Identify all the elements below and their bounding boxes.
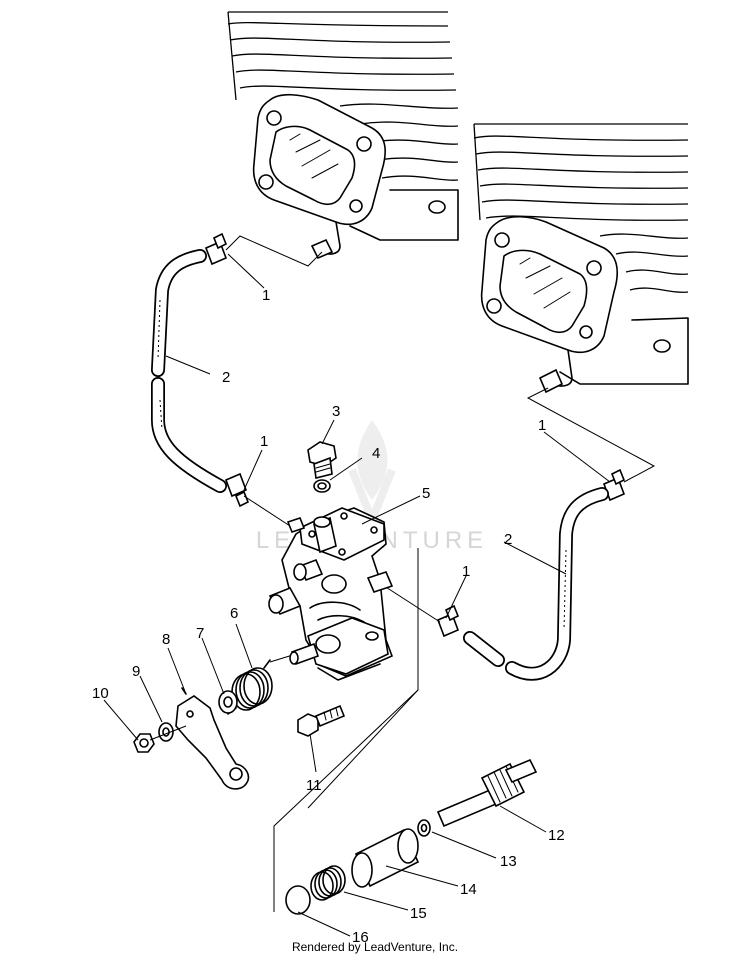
left-pulse-hose (151, 249, 227, 493)
callout-4: 4 (372, 445, 380, 462)
callout-7: 7 (196, 625, 204, 642)
callout-2-left-hose: 2 (222, 369, 230, 386)
bolt-part-11 (297, 704, 346, 737)
callout-8: 8 (162, 631, 170, 648)
fuel-pump (268, 507, 394, 681)
clamp-mid-right (436, 604, 460, 638)
left-pulse-nipple (310, 238, 334, 260)
o-ring-part-16 (285, 885, 311, 915)
callout-12: 12 (548, 827, 565, 844)
washer-part-13 (417, 819, 431, 837)
callout-1-upper-left: 1 (262, 287, 270, 304)
callout-13: 13 (500, 853, 517, 870)
assembly-lines (225, 235, 656, 912)
right-cylinder-fins (473, 123, 689, 293)
callout-2-right-hose: 2 (504, 531, 512, 548)
washer-part-4 (313, 479, 331, 493)
callout-5: 5 (422, 485, 430, 502)
callout-3: 3 (332, 403, 340, 420)
fuel-pump-base (307, 617, 389, 675)
nut-part-10 (133, 733, 155, 753)
callout-labels: 1 2 3 1 4 1 5 2 1 6 7 8 9 10 11 12 13 14… (92, 287, 565, 946)
right-exhaust-flange (480, 215, 618, 354)
left-cylinder-bolt-hole (428, 200, 446, 214)
right-pulse-hose (463, 487, 609, 681)
washer-part-7 (218, 690, 238, 714)
bushing-part-14 (351, 828, 420, 888)
callout-9: 9 (132, 663, 140, 680)
right-cylinder-bolt-hole (653, 339, 671, 353)
callout-leaders (103, 253, 611, 937)
clamp-mid-left (224, 472, 250, 508)
left-cylinder (227, 11, 459, 260)
callout-1-mid-right: 1 (462, 563, 470, 580)
callout-10: 10 (92, 685, 109, 702)
callout-1-mid-left: 1 (260, 433, 268, 450)
drive-gear-part-12 (436, 758, 538, 828)
right-pulse-nipple (538, 368, 564, 394)
callout-11: 11 (306, 777, 322, 794)
washer-part-9 (158, 722, 174, 742)
screw-part-3 (307, 441, 337, 479)
clamp-upper-left (204, 232, 228, 266)
watermark-flame-logo (348, 420, 396, 531)
callout-15: 15 (410, 905, 427, 922)
left-exhaust-flange (252, 93, 386, 226)
callout-1-upper-right: 1 (538, 417, 546, 434)
callout-14: 14 (460, 881, 477, 898)
render-credit: Rendered by LeadVenture, Inc. (291, 940, 459, 954)
callout-6: 6 (230, 605, 238, 622)
spring-part-15 (310, 865, 346, 901)
callout-16: 16 (352, 929, 369, 946)
right-cylinder (473, 123, 689, 394)
